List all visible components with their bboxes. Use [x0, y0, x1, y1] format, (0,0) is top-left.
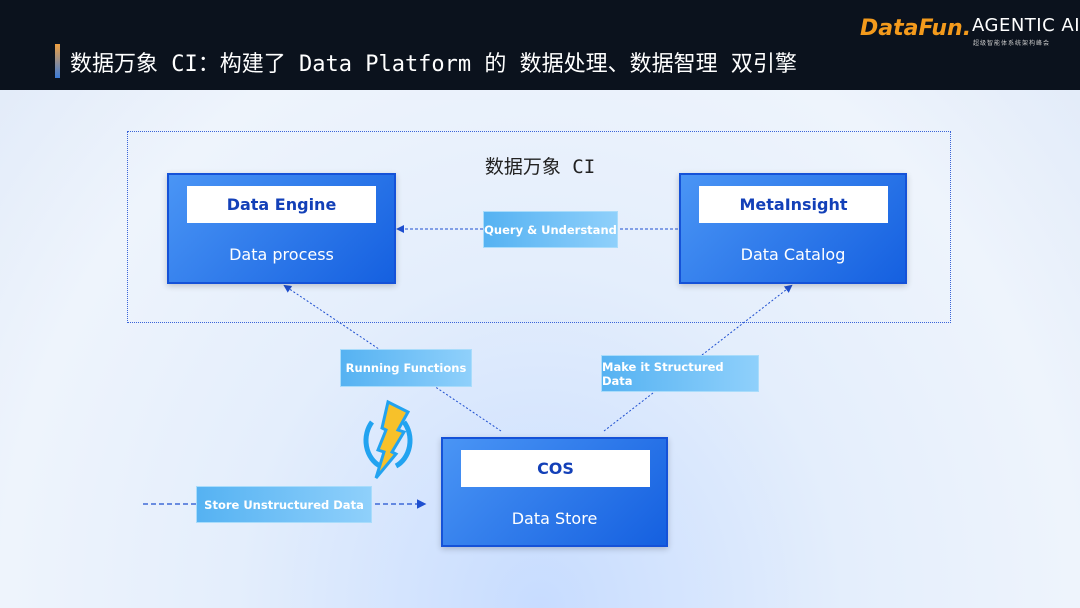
- node-title: MetaInsight: [699, 186, 888, 223]
- datafun-logo: DataFun.: [860, 16, 972, 41]
- node-title: Data Engine: [187, 186, 376, 223]
- ci-group-box: [127, 131, 951, 323]
- header: 数据万象 CI：构建了 Data Platform 的 数据处理、数据智理 双引…: [0, 0, 1080, 90]
- page-title: 数据万象 CI：构建了 Data Platform 的 数据处理、数据智理 双引…: [70, 52, 797, 77]
- edge-label-store: Store Unstructured Data: [196, 486, 372, 523]
- edge-label-query: Query & Understand: [483, 211, 618, 248]
- node-subtitle: Data Catalog: [740, 245, 846, 264]
- metainsight-node[interactable]: MetaInsight Data Catalog: [679, 173, 907, 284]
- node-subtitle: Data Store: [511, 509, 598, 528]
- edge-structured: [603, 284, 793, 432]
- event-subtitle: 超级智能体系统架构峰会: [973, 40, 1051, 47]
- node-title: COS: [461, 450, 650, 487]
- edge-label-running: Running Functions: [340, 349, 472, 387]
- cos-node[interactable]: COS Data Store: [441, 437, 668, 547]
- edge-running: [283, 284, 502, 432]
- lightning-function-icon: [363, 399, 413, 479]
- ci-group-title: 数据万象 CI: [484, 156, 596, 178]
- data-engine-node[interactable]: Data Engine Data process: [167, 173, 396, 284]
- edge-label-structured: Make it Structured Data: [601, 355, 759, 392]
- title-accent-bar: [55, 44, 60, 78]
- node-subtitle: Data process: [229, 245, 334, 264]
- event-name: AGENTIC AI: [972, 15, 1080, 36]
